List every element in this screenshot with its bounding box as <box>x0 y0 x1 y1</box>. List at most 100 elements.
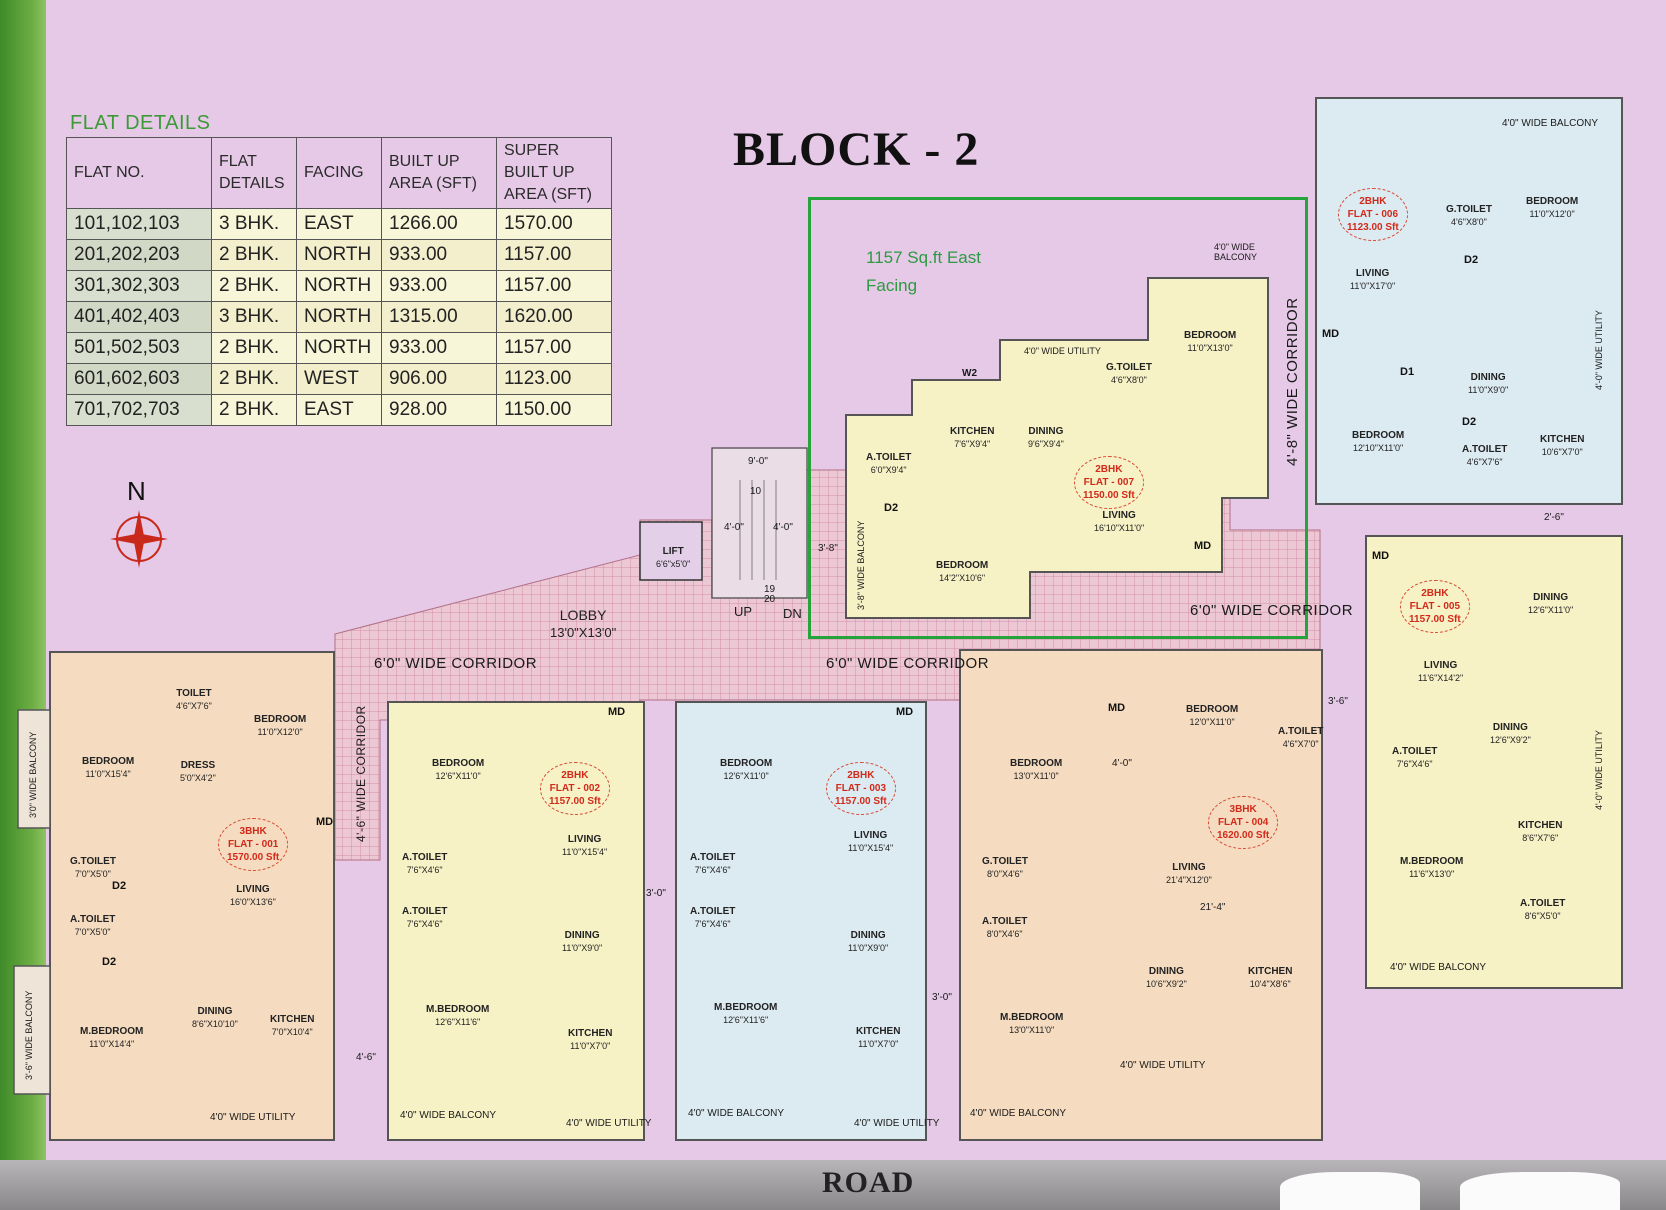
room-size: 4'6"X8'0" <box>1111 375 1147 385</box>
stair-treads <box>739 480 777 580</box>
stair-step-10: 10 <box>750 486 762 497</box>
door-marker: D1 <box>1400 366 1415 378</box>
balcony-label: 4'0" WIDE BALCONY <box>1390 962 1487 973</box>
room-size: 10'4"X8'6" <box>1249 979 1291 989</box>
cell-facing: NORTH <box>296 301 382 333</box>
highlight-box <box>808 197 1308 639</box>
cell-built-up: 1315.00 <box>381 301 497 333</box>
flat-001-balcony-left2 <box>13 965 51 1095</box>
lobby-size: 13'0"X13'0" <box>550 625 617 640</box>
room-size: 7'6"X4'6" <box>1396 759 1433 769</box>
table-row: 101,102,103 3 BHK. EAST 1266.00 1570.00 <box>66 208 612 240</box>
room-size: 11'0"X15'4" <box>562 847 608 857</box>
room-name: G.TOILET <box>1106 362 1152 373</box>
room-name: LIVING <box>853 830 888 841</box>
flat-001-badge: 3BHK FLAT - 001 1570.00 Sft <box>218 818 289 871</box>
cell-flat-no: 701,702,703 <box>66 394 212 426</box>
corridor-label-left-vertical: 4'-6" WIDE CORRIDOR <box>354 705 368 842</box>
flat-003-area-text: 1157.00 Sft <box>835 796 887 807</box>
room-name: A.TOILET <box>1278 726 1324 737</box>
room-size: 11'0"X9'0" <box>1468 385 1509 395</box>
utility-label: 4'-0" WIDE UTILITY <box>1594 310 1604 390</box>
room-name: BEDROOM <box>1184 330 1237 341</box>
stair-zone <box>711 447 808 599</box>
stair-width-4a: 4'-0" <box>724 522 744 533</box>
room-name: KITCHEN <box>1248 966 1293 977</box>
room-size: 12'6"X11'0" <box>1528 605 1574 615</box>
cell-details: 2 BHK. <box>211 270 297 302</box>
room-label: KITCHEN 10'4"X8'6" <box>1248 966 1292 990</box>
dimension-label: 2'-6" <box>1544 512 1564 523</box>
compass-rose-icon <box>110 510 168 568</box>
cell-built-up: 1266.00 <box>381 208 497 240</box>
cell-built-up: 933.00 <box>381 270 497 302</box>
room-size: 11'0"X14'4" <box>89 1039 135 1049</box>
cell-built-up: 928.00 <box>381 394 497 426</box>
door-marker: D2 <box>112 880 127 892</box>
cell-details: 3 BHK. <box>211 208 297 240</box>
room-size: 7'6"X4'6" <box>694 919 731 929</box>
cell-facing: NORTH <box>296 270 382 302</box>
room-name: A.TOILET <box>690 906 736 917</box>
header-flat-details: FLAT DETAILS <box>211 137 297 209</box>
table-row: 401,402,403 3 BHK. NORTH 1315.00 1620.00 <box>66 301 612 333</box>
room-size: 13'0"X11'0" <box>1009 1025 1055 1035</box>
room-name: DINING <box>1492 722 1528 733</box>
cell-facing: EAST <box>296 394 382 426</box>
room-size: 7'6"X4'6" <box>694 865 731 875</box>
block-title: BLOCK - 2 <box>733 123 980 176</box>
flat-006-badge: 2BHK FLAT - 006 1123.00 Sft <box>1338 188 1408 241</box>
flat-007-type: 2BHK <box>1095 464 1123 475</box>
lobby-label: LOBBY 13'0"X13'0" <box>550 606 616 642</box>
cell-super-built-up: 1157.00 <box>496 332 612 364</box>
flat-004-no: FLAT - 004 <box>1217 817 1269 828</box>
cell-super-built-up: 1570.00 <box>496 208 612 240</box>
cell-flat-no: 101,102,103 <box>66 208 212 240</box>
flat-details-title: FLAT DETAILS <box>70 112 211 134</box>
cell-flat-no: 401,402,403 <box>66 301 212 333</box>
balcony-label: 4'0" WIDE BALCONY <box>1214 242 1258 262</box>
header-super-built-up-area: SUPER BUILT UP AREA (SFT) <box>496 137 612 209</box>
room-name: KITCHEN <box>568 1028 613 1039</box>
room-size: 11'0"X9'0" <box>562 943 603 953</box>
cell-facing: WEST <box>296 363 382 395</box>
torn-paper <box>1460 1172 1620 1210</box>
flat-006-type: 2BHK <box>1359 196 1387 207</box>
cell-details: 2 BHK. <box>211 363 297 395</box>
balcony-label: 4'0" WIDE BALCONY <box>688 1108 785 1119</box>
room-size: 11'0"X12'0" <box>1529 209 1575 219</box>
highlight-line-2: Facing <box>866 276 918 295</box>
stair-width-9: 9'-0" <box>748 456 768 467</box>
room-size: 9'6"X9'4" <box>1028 439 1064 449</box>
balcony-label: 3'-8" WIDE BALCONY <box>856 520 866 610</box>
window-marker: W2 <box>962 368 977 379</box>
room-size: 8'6"X10'10" <box>192 1019 238 1029</box>
highlight-line-1: 1157 Sq.ft East <box>866 248 981 267</box>
room-name: BEDROOM <box>1526 196 1579 207</box>
table-row: 201,202,203 2 BHK. NORTH 933.00 1157.00 <box>66 239 612 271</box>
room-name: M.BEDROOM <box>426 1004 490 1015</box>
room-size: 11'0"X13'0" <box>1187 343 1233 353</box>
room-size: 16'10"X11'0" <box>1094 523 1145 533</box>
md-marker: MD <box>1372 550 1390 562</box>
flat-001-balcony-left <box>17 709 51 829</box>
room-size: 8'6"X5'0" <box>1524 911 1561 921</box>
flat-001-area <box>49 651 335 1141</box>
room-size: 5'0"X4'2" <box>180 773 216 783</box>
door-marker: D2 <box>1464 254 1479 266</box>
room-label: G.TOILET 4'6"X8'0" <box>1106 362 1152 386</box>
room-name: TOILET <box>176 688 212 699</box>
table-row: 601,602,603 2 BHK. WEST 906.00 1123.00 <box>66 363 612 395</box>
